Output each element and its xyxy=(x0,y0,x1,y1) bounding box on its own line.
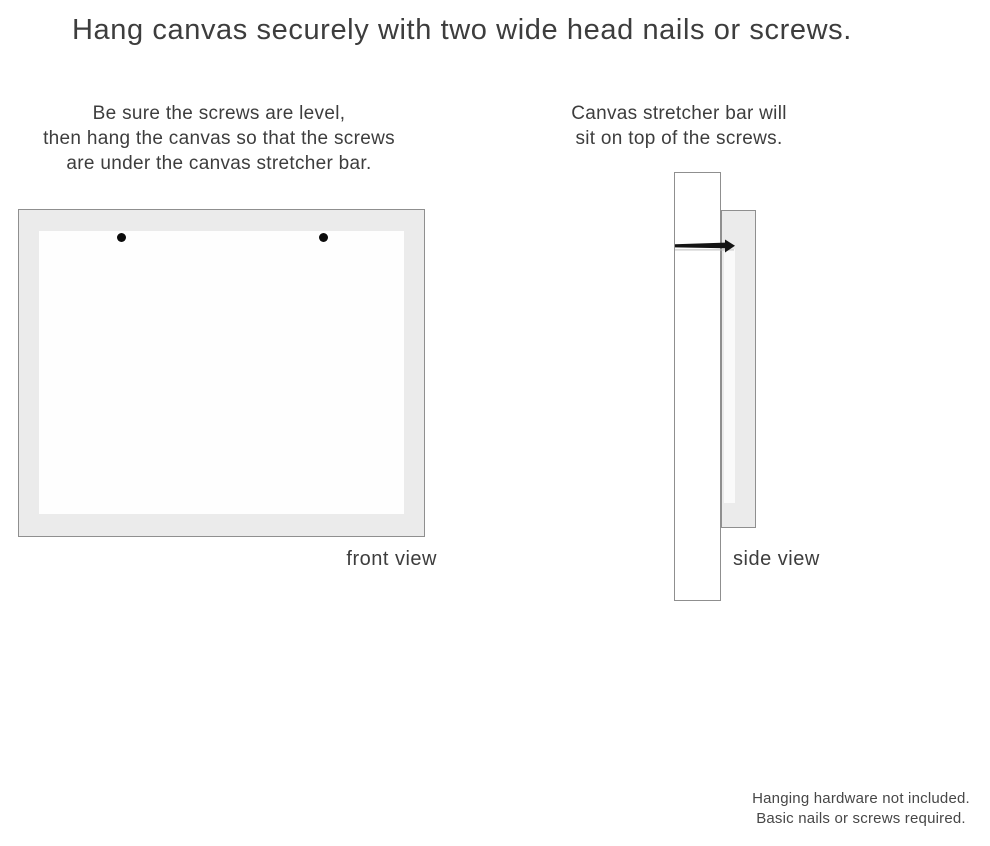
nail-shaft xyxy=(675,242,725,249)
hardware-disclaimer-line: Hanging hardware not included. xyxy=(752,790,970,807)
front-instruction-line: then hang the canvas so that the screws xyxy=(43,128,395,149)
nail-side-icon xyxy=(675,239,735,253)
side-view-canvas-edge xyxy=(721,210,756,528)
front-instruction-line: are under the canvas stretcher bar. xyxy=(66,153,372,174)
side-view-label: side view xyxy=(733,548,820,570)
front-view-label: front view xyxy=(346,548,437,570)
front-view-canvas-frame xyxy=(18,209,425,537)
front-view-instructions: Be sure the screws are level, then hang … xyxy=(19,101,419,176)
front-instruction-line: Be sure the screws are level, xyxy=(92,103,346,124)
side-instruction-line: sit on top of the screws. xyxy=(575,128,783,149)
side-instruction-line: Canvas stretcher bar will xyxy=(571,103,787,124)
side-view-instructions: Canvas stretcher bar will sit on top of … xyxy=(538,101,820,151)
nail-head xyxy=(725,239,735,253)
nail-head-right-icon xyxy=(319,233,328,242)
hardware-disclaimer-line: Basic nails or screws required. xyxy=(756,810,966,827)
hardware-disclaimer: Hanging hardware not included. Basic nai… xyxy=(745,789,977,829)
nail-head-left-icon xyxy=(117,233,126,242)
nail-shadow-line xyxy=(675,249,734,251)
side-view-canvas-face-strip xyxy=(724,249,735,503)
front-view-canvas-face xyxy=(39,231,404,514)
page-title: Hang canvas securely with two wide head … xyxy=(72,14,852,46)
